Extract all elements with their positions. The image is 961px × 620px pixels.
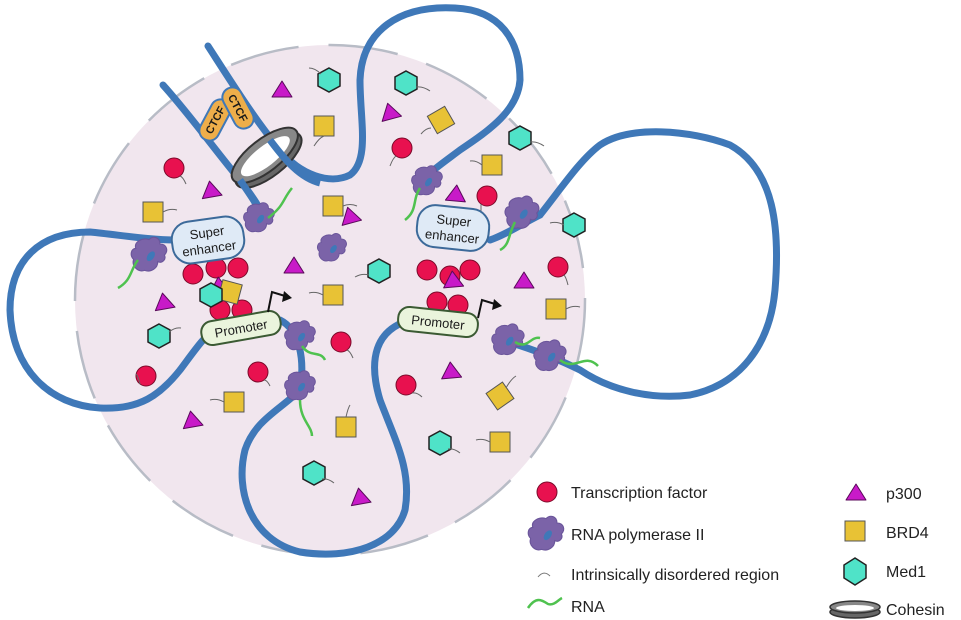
dna-strand xyxy=(267,137,322,187)
legend-item-brd4: BRD4 xyxy=(844,520,929,542)
brd4 xyxy=(335,404,357,438)
transcription-factor xyxy=(547,256,569,286)
super-enhancer-label: Super xyxy=(189,223,226,243)
transcription-factor xyxy=(389,137,413,167)
transcription-factor xyxy=(227,257,249,279)
med1 xyxy=(508,125,545,151)
legend-label: RNA polymerase II xyxy=(571,527,704,544)
cohesin-icon xyxy=(829,600,881,619)
brd4-icon xyxy=(844,520,866,542)
p300 xyxy=(271,80,293,98)
transcription-factor xyxy=(395,374,423,398)
legend-item-rna-polymerase: RNA polymerase II xyxy=(527,515,704,551)
legend-label: p300 xyxy=(886,486,922,503)
p300-icon xyxy=(845,483,867,501)
legend-label: RNA xyxy=(571,599,605,616)
rna-strand xyxy=(404,187,422,221)
med1 xyxy=(354,258,391,284)
promoter-left: Promoter xyxy=(200,309,282,347)
rna-strand xyxy=(300,345,327,361)
rna-strand xyxy=(559,358,599,367)
transcription-factor xyxy=(416,259,438,281)
p300 xyxy=(201,180,223,200)
transcription-factor-icon xyxy=(536,481,558,503)
p300 xyxy=(350,487,372,507)
molecules xyxy=(117,67,599,507)
p300 xyxy=(154,292,176,312)
rna-strand xyxy=(117,259,140,290)
idr-icon xyxy=(537,572,551,578)
legend-item-med1: Med1 xyxy=(843,557,926,586)
legend-label: Transcription factor xyxy=(571,485,708,502)
transcription-factor xyxy=(163,157,187,185)
transcription-factor xyxy=(459,259,481,281)
brd4 xyxy=(322,195,358,217)
p300 xyxy=(283,256,305,274)
brd4 xyxy=(485,375,517,411)
super-enhancer-left: Super enhancer xyxy=(170,215,246,265)
rna-strand xyxy=(499,221,517,252)
brd4 xyxy=(475,431,511,453)
med1 xyxy=(199,282,223,308)
p300 xyxy=(341,206,362,226)
legend-item-transcription-factor: Transcription factor xyxy=(536,481,708,503)
med1-icon xyxy=(843,557,867,586)
rna-strand xyxy=(298,399,314,437)
legend-label: Intrinsically disordered region xyxy=(571,567,779,584)
brd4 xyxy=(469,154,503,176)
brd4 xyxy=(420,105,456,135)
legend-item-idr: Intrinsically disordered region xyxy=(537,567,779,584)
brd4 xyxy=(209,391,245,413)
super-enhancer-label: enhancer xyxy=(424,226,480,247)
med1 xyxy=(147,323,182,349)
super-enhancer-right: Super enhancer xyxy=(415,204,491,252)
legend-label: BRD4 xyxy=(886,525,929,542)
brd4 xyxy=(545,298,581,320)
brd4 xyxy=(308,284,344,306)
legend-item-rna: RNA xyxy=(526,596,605,616)
med1 xyxy=(428,430,461,456)
tss-arrow xyxy=(267,290,292,313)
rna-strand xyxy=(514,336,541,346)
med1 xyxy=(549,212,586,238)
legend-label: Med1 xyxy=(886,564,926,581)
dna-strand xyxy=(6,228,219,412)
tss-arrow xyxy=(477,298,502,319)
legend: Transcription factor RNA polymerase II I… xyxy=(526,481,945,619)
rna-icon xyxy=(526,596,563,609)
p300 xyxy=(444,184,466,203)
legend-label: Cohesin xyxy=(886,602,945,619)
cohesin-ring xyxy=(230,126,303,189)
p300 xyxy=(182,410,204,430)
legend-item-p300: p300 xyxy=(845,483,922,503)
legend-item-cohesin: Cohesin xyxy=(829,600,945,619)
dna-strand xyxy=(491,128,781,400)
brd4 xyxy=(313,115,335,147)
p300 xyxy=(513,271,535,289)
transcription-factor xyxy=(247,361,271,387)
promoter-right: Promoter xyxy=(397,305,479,339)
p300 xyxy=(441,361,463,380)
transcription-factor xyxy=(476,185,498,214)
promoter-label: Promoter xyxy=(411,312,466,333)
brd4 xyxy=(142,201,178,223)
rna-polymerase-icon xyxy=(527,515,565,551)
transcription-factor xyxy=(330,331,354,359)
med1 xyxy=(302,460,335,486)
p300 xyxy=(381,102,402,122)
rna-strand xyxy=(267,187,293,219)
med1 xyxy=(308,67,341,93)
super-enhancer-label: Super xyxy=(436,211,473,230)
transcription-factor xyxy=(135,365,157,387)
med1 xyxy=(394,70,431,96)
p300 xyxy=(443,270,465,289)
transcription-factor xyxy=(182,263,204,285)
